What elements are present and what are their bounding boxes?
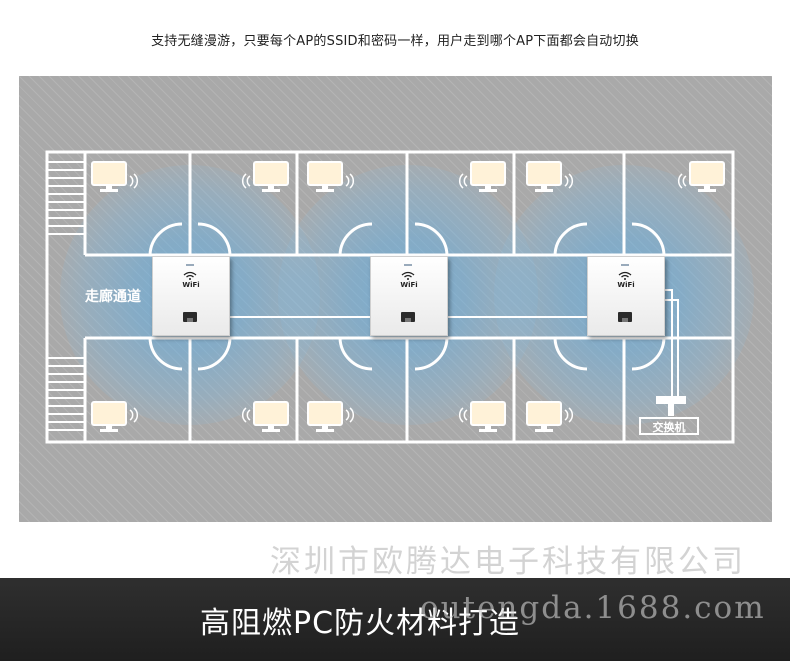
led-indicator	[186, 264, 194, 266]
ap-label: WiFi	[182, 281, 200, 289]
led-indicator	[621, 264, 629, 266]
ethernet-port-icon	[401, 312, 415, 322]
wifi-logo-icon	[618, 271, 632, 280]
switch-icon	[656, 396, 686, 416]
bottom-banner	[0, 578, 790, 661]
door-arcs	[148, 222, 666, 371]
access-point-3: WiFi	[587, 256, 665, 336]
url-watermark: outengda.1688.com	[420, 590, 766, 626]
ap-label: WiFi	[400, 281, 418, 289]
walls	[45, 150, 735, 444]
company-watermark: 深圳市欧腾达电子科技有限公司	[270, 544, 746, 580]
ethernet-port-icon	[183, 312, 197, 322]
top-caption: 支持无缝漫游，只要每个AP的SSID和密码一样，用户走到哪个AP下面都会自动切换	[151, 34, 639, 49]
monitor-icons	[91, 161, 725, 432]
stairs-bottom	[47, 357, 85, 431]
switch-label: 交换机	[639, 417, 699, 435]
banner-title: 高阻燃PC防火材料打造	[200, 606, 521, 641]
access-point-1: WiFi	[152, 256, 230, 336]
ap-label: WiFi	[617, 281, 635, 289]
stairs-top	[47, 161, 85, 235]
access-point-2: WiFi	[370, 256, 448, 336]
corridor-label: 走廊通道	[85, 289, 141, 305]
ethernet-port-icon	[618, 312, 632, 322]
led-indicator	[404, 264, 412, 266]
wifi-logo-icon	[401, 271, 415, 280]
wifi-logo-icon	[183, 271, 197, 280]
network-cable	[230, 289, 679, 396]
